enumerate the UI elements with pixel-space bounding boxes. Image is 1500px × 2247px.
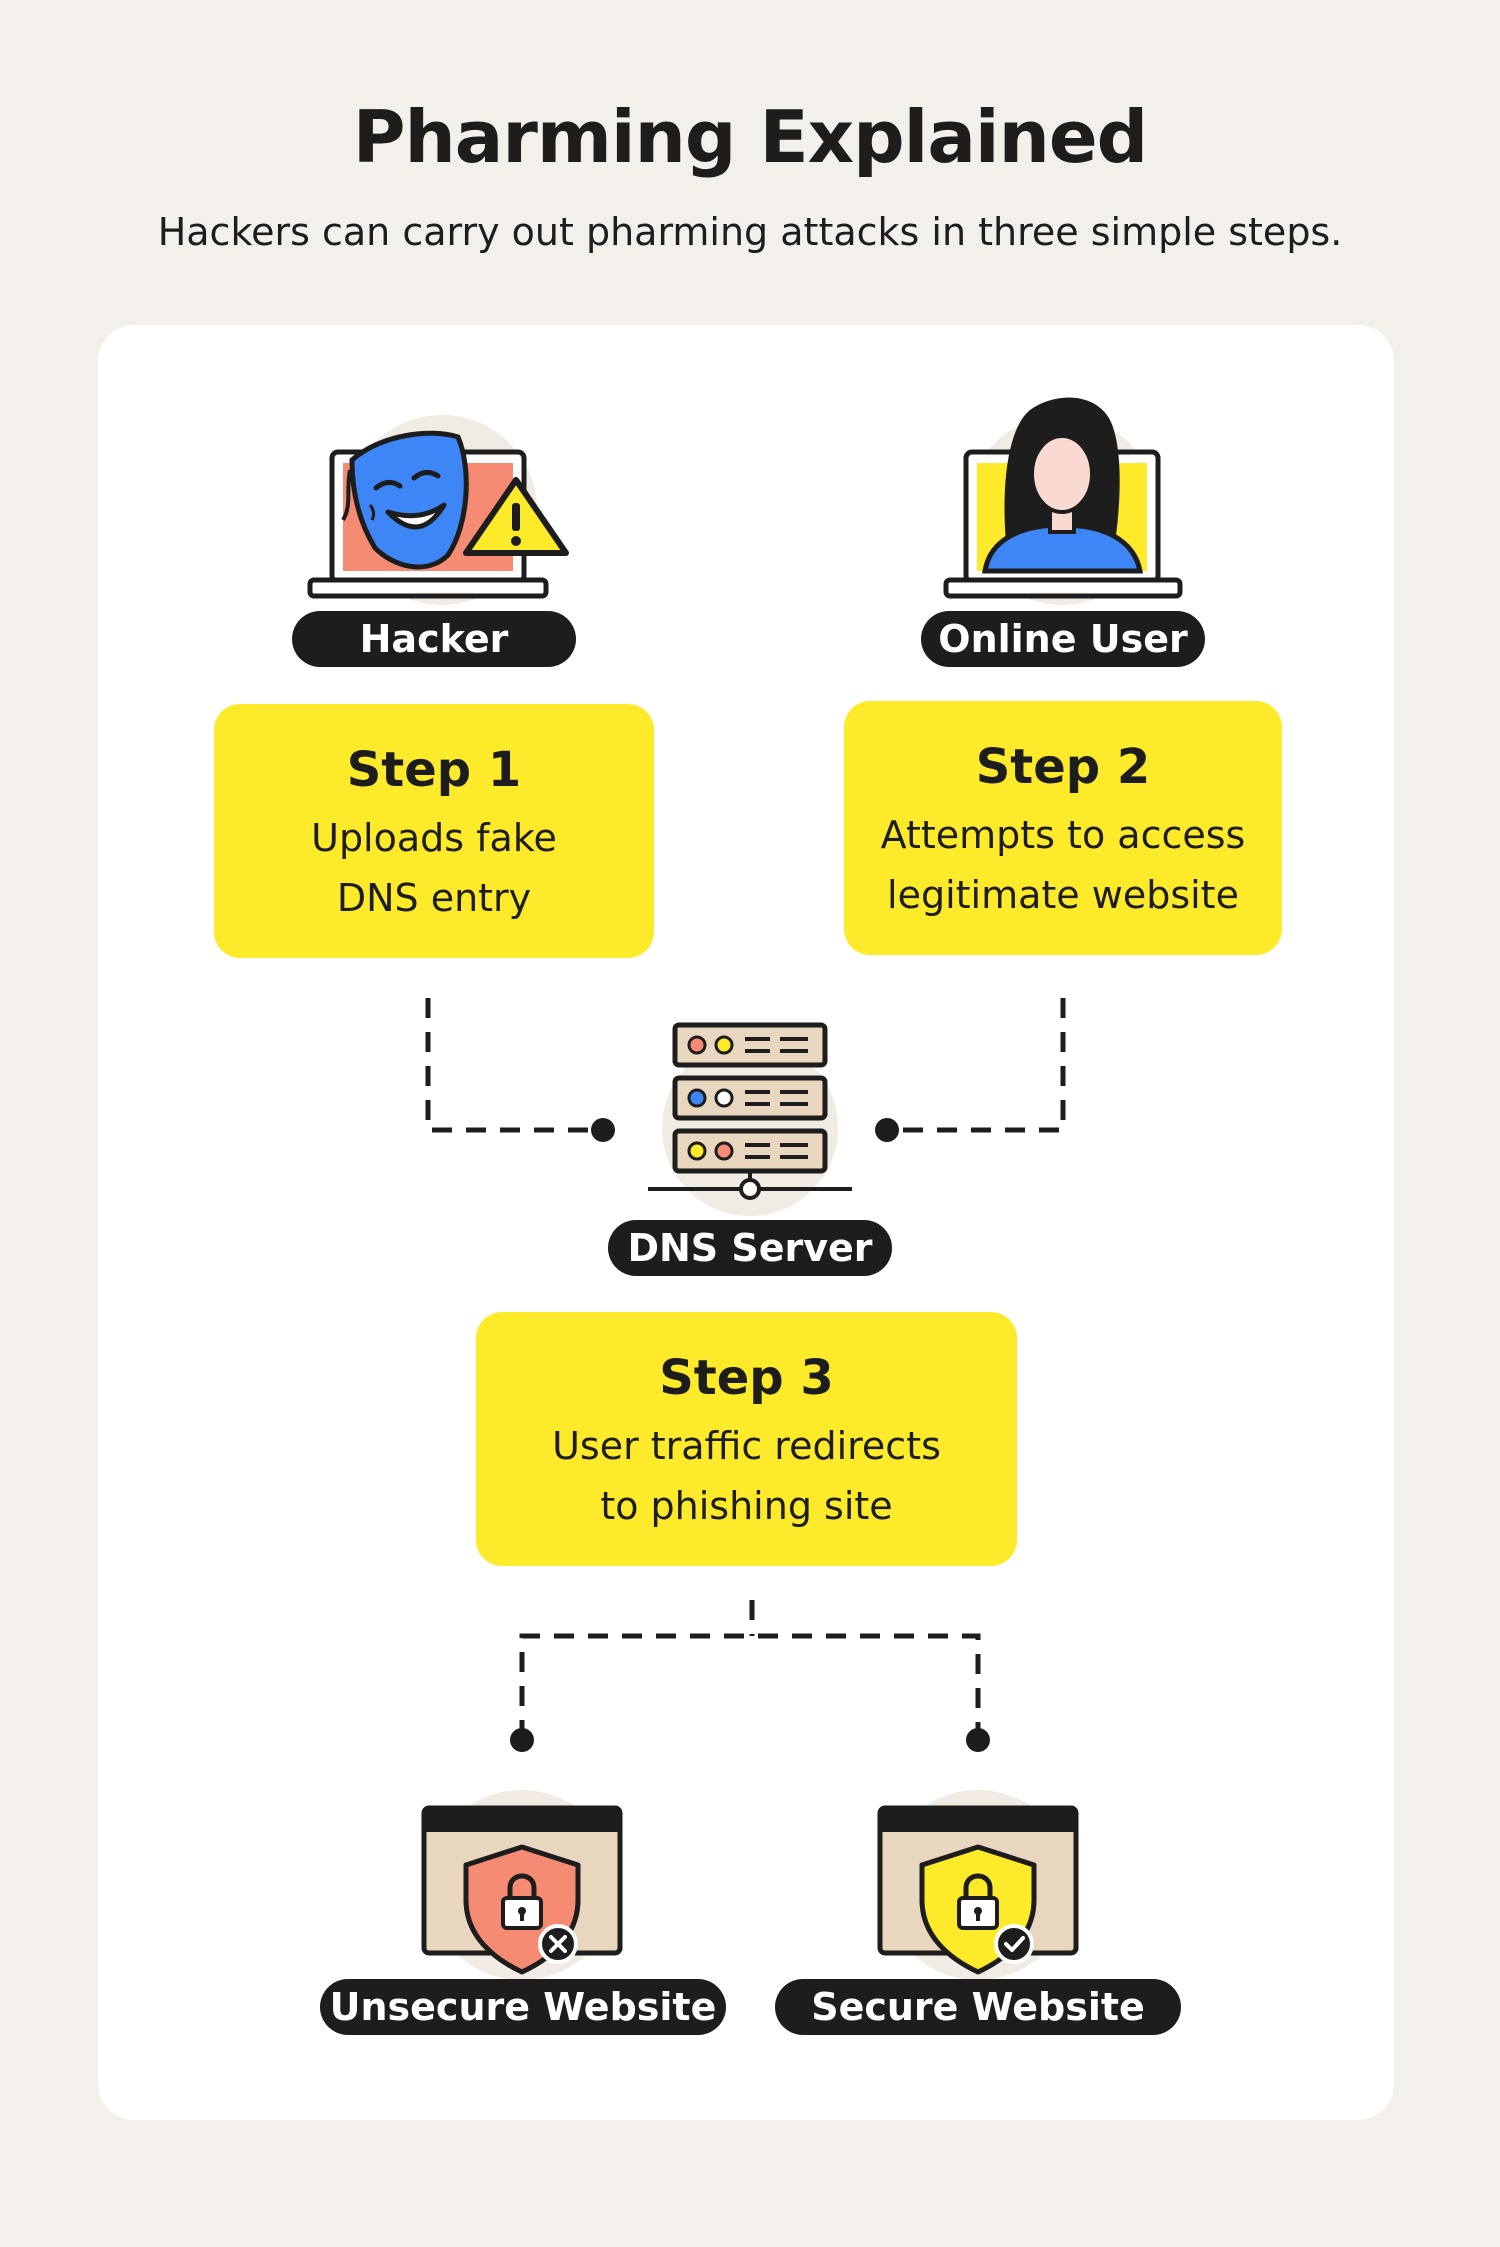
warning-icon (463, 477, 569, 556)
connector-dot-unsecure (510, 1728, 534, 1752)
unsecure-website-icon (421, 1790, 623, 1980)
step-2-desc-line2: legitimate website (887, 873, 1239, 917)
step-1-title: Step 1 (346, 742, 522, 798)
step-1-desc-line1: Uploads fake (311, 816, 557, 860)
step-2-box: Step 2 Attempts to access legitimate web… (844, 701, 1282, 955)
theater-mask-icon (349, 430, 469, 570)
step-1-box: Step 1 Uploads fake DNS entry (214, 704, 654, 958)
step-3-desc-line2: to phishing site (600, 1484, 893, 1528)
connector-dot-secure (966, 1728, 990, 1752)
user-laptop-icon (943, 397, 1183, 605)
dns-server-icon (648, 1022, 852, 1216)
x-badge-icon (538, 1924, 578, 1964)
page-title: Pharming Explained (352, 95, 1148, 179)
step-2-title: Step 2 (975, 739, 1151, 795)
unsecure-website-label: Unsecure Website (320, 1979, 726, 2035)
step-3-desc-line1: User traffic redirects (552, 1424, 941, 1468)
hacker-laptop-icon (307, 415, 569, 605)
page-subtitle: Hackers can carry out pharming attacks i… (157, 210, 1343, 254)
step-3-title: Step 3 (659, 1350, 834, 1406)
connector-dot-right (875, 1118, 899, 1142)
secure-website-icon (877, 1790, 1079, 1980)
step-3-box: Step 3 User traffic redirects to phishin… (476, 1312, 1017, 1566)
hacker-label: Hacker (292, 611, 576, 667)
connector-lines (425, 998, 1066, 1740)
dns-server-label: DNS Server (608, 1220, 892, 1276)
check-badge-icon (994, 1924, 1034, 1964)
online-user-label: Online User (921, 611, 1205, 667)
secure-website-label: Secure Website (775, 1979, 1181, 2035)
step-1-desc-line2: DNS entry (336, 876, 532, 920)
connector-dot-left (591, 1118, 615, 1142)
step-2-desc-line1: Attempts to access (880, 813, 1246, 857)
